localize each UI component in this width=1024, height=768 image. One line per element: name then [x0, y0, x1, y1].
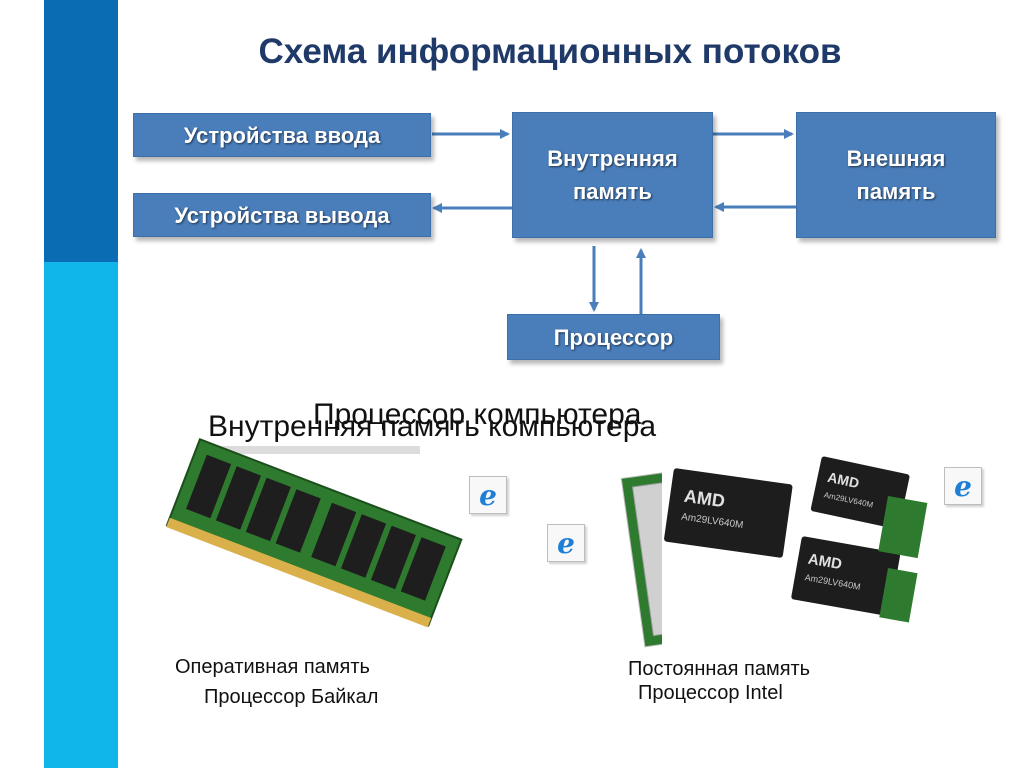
processor-chips-photo: AMD Am29LV640M AMD Am29LV640M AMD Am29LV… — [610, 440, 950, 660]
caption-baikal: Процессор Байкал — [204, 686, 378, 709]
box-external-memory: Внешняя память — [796, 112, 996, 238]
box-output-devices: Устройства вывода — [133, 193, 431, 237]
box-input-devices: Устройства ввода — [133, 113, 431, 157]
ie-icon: e — [547, 524, 585, 562]
ie-icon: e — [469, 476, 507, 514]
sidebar-light-band — [44, 262, 118, 768]
box-processor: Процессор — [507, 314, 720, 360]
caption-rom: Постоянная память — [628, 658, 810, 681]
caption-intel: Процессор Intel — [638, 682, 783, 705]
caption-ram: Оперативная память — [175, 656, 370, 679]
slide-title: Схема информационных потоков — [0, 32, 1024, 72]
ram-module-photo — [160, 438, 474, 628]
box-internal-memory: Внутренняя память — [512, 112, 713, 238]
